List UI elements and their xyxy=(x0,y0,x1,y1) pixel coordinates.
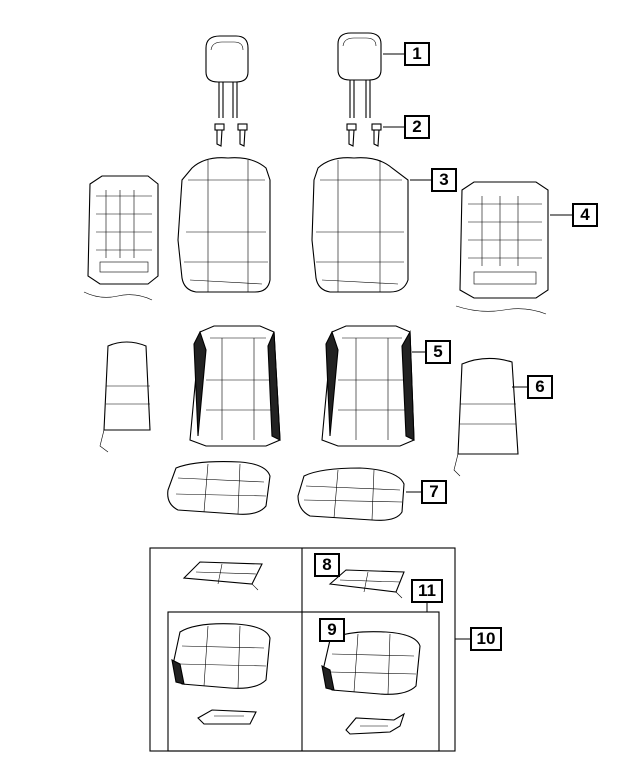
seat-back-frame-right xyxy=(455,181,549,315)
headrest-left xyxy=(205,35,249,118)
callout-6: 6 xyxy=(527,375,553,399)
seat-cushion-cover-left xyxy=(167,461,271,515)
seat-back-foam-left xyxy=(189,325,281,447)
callout-3: 3 xyxy=(431,168,457,192)
headrest-right xyxy=(337,32,382,118)
seat-back-heater-left xyxy=(99,341,151,453)
callout-4: 4 xyxy=(572,203,598,227)
cushion-heater-left xyxy=(182,561,263,591)
callout-11: 11 xyxy=(411,579,443,603)
callout-8: 8 xyxy=(314,553,340,577)
cushion-heater-right xyxy=(328,569,405,599)
service-kit-box xyxy=(149,547,456,752)
callout-5: 5 xyxy=(425,340,451,364)
callout-2: 2 xyxy=(404,115,430,139)
seat-cushion-cover-right xyxy=(297,467,405,521)
leader-lines xyxy=(383,53,572,640)
cushion-foam-right xyxy=(321,631,421,695)
callout-7: 7 xyxy=(421,480,447,504)
callout-10: 10 xyxy=(470,627,502,651)
headrest-guides-left xyxy=(214,123,248,147)
seat-back-foam-right xyxy=(321,325,415,447)
seat-back-cover-left xyxy=(177,157,271,293)
bracket-right xyxy=(345,712,405,735)
cushion-foam-left xyxy=(171,623,271,689)
seat-back-frame-left xyxy=(83,175,159,301)
seat-back-heater-right xyxy=(453,357,519,477)
seat-back-cover-right xyxy=(311,157,409,293)
bracket-left xyxy=(197,709,257,725)
headrest-guides-right xyxy=(346,123,382,147)
callout-1: 1 xyxy=(404,42,430,66)
callout-9: 9 xyxy=(319,618,345,642)
